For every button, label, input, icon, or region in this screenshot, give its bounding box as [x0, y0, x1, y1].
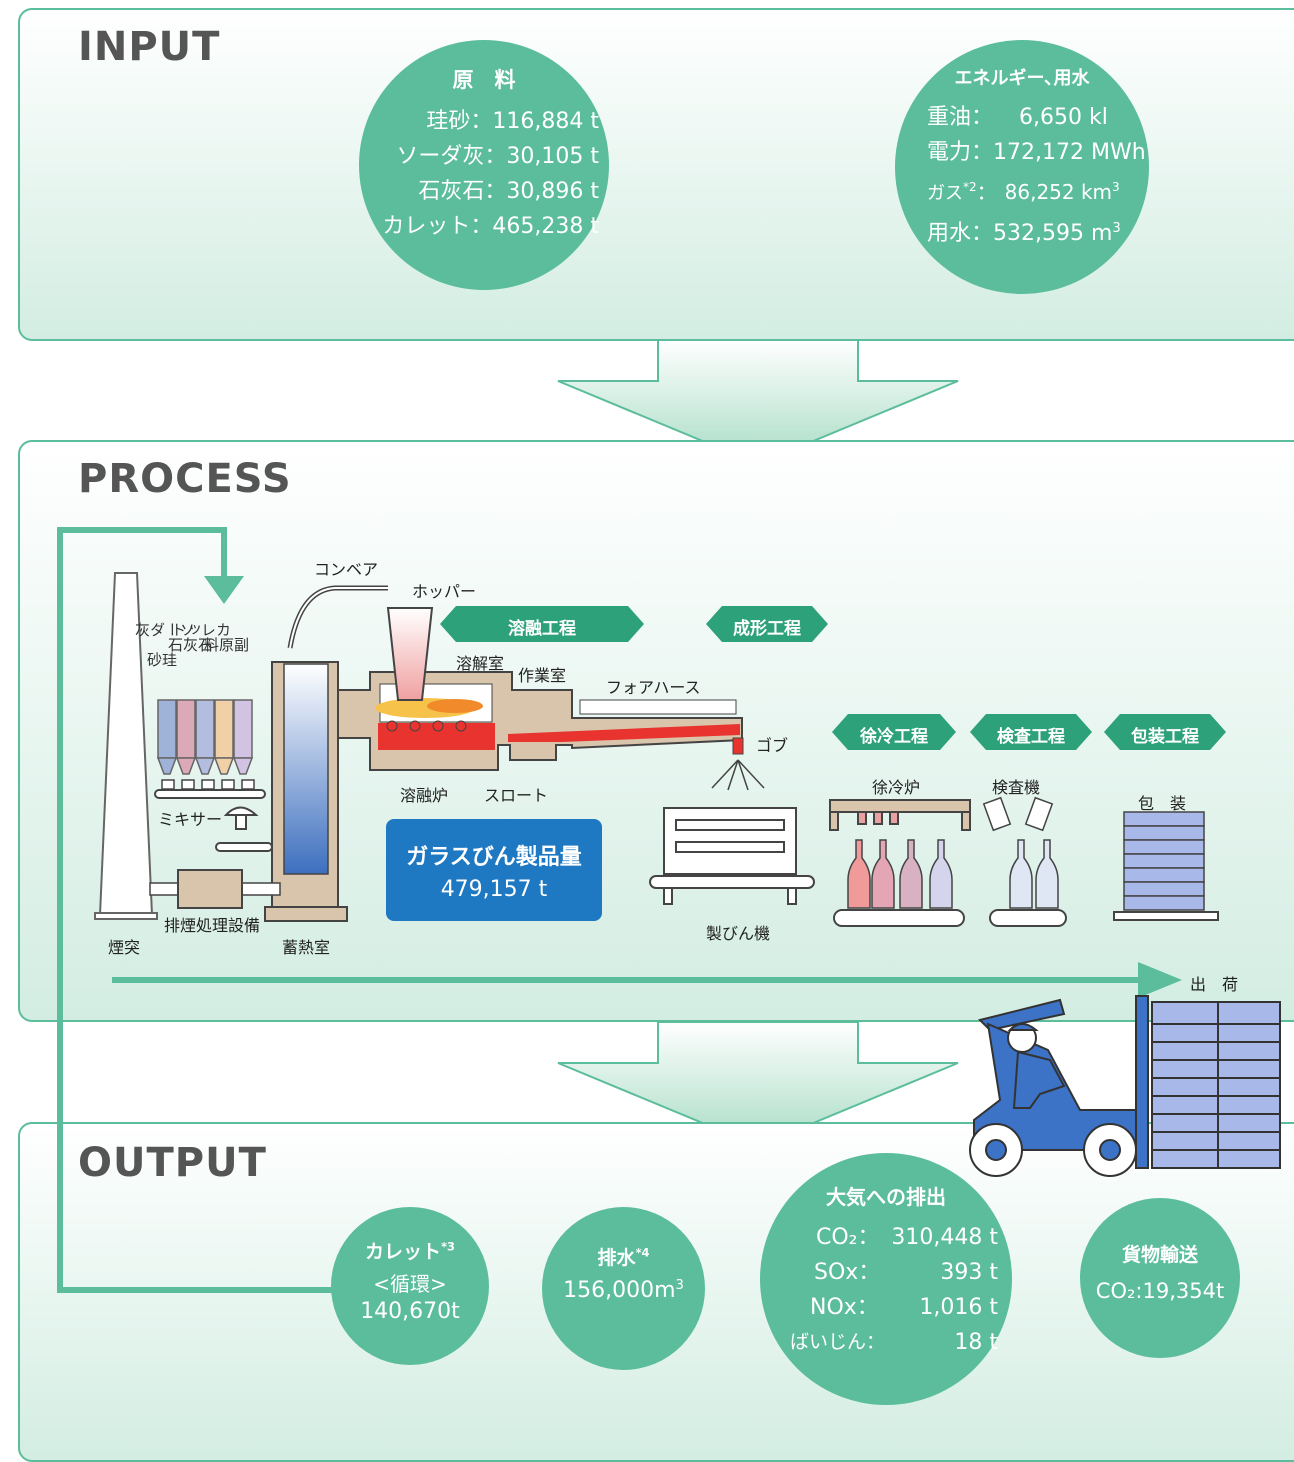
silo-label: カレット [169, 622, 232, 637]
input-title: INPUT [78, 24, 221, 70]
bottle-machine-shape [649, 807, 815, 905]
raw-item: ソーダ灰：30,105 t [396, 144, 599, 169]
air-emissions-title: 大気への排出 [826, 1185, 946, 1209]
melt [378, 723, 495, 750]
raw-item: カレット：465,238 t [382, 214, 599, 239]
silo-label: 珪砂 [145, 652, 178, 667]
label-exhaust: 排煙処理設備 [164, 916, 261, 935]
conveyor-belt [287, 585, 388, 649]
label-furnace: 溶融炉 [400, 786, 449, 805]
label-regenerator: 蓄熱室 [282, 938, 331, 957]
silo-label: ソーダ灰 [133, 622, 196, 637]
output-title: OUTPUT [78, 1140, 267, 1186]
raw-materials-title: 原 料 [452, 68, 516, 92]
energy-item: 用水：532,595 m3 [927, 220, 1121, 246]
label-melt-chamber: 溶解室 [456, 654, 505, 673]
recycle-arrowhead [204, 576, 244, 604]
air-item: NOx：1,016 t [810, 1295, 998, 1320]
packing-stack [1123, 811, 1205, 911]
energy-item: 電力：172,172 MWh [927, 140, 1146, 165]
label-work-chamber: 作業室 [518, 666, 567, 685]
raw-item: 石灰石：30,896 t [418, 179, 599, 204]
product-title: ガラスびん製品量 [406, 845, 582, 870]
energy-title: エネルギー､用水 [954, 68, 1090, 89]
label-bottle-machine: 製びん機 [706, 924, 771, 943]
stage-forming: 成形工程 [706, 606, 828, 642]
freight-value: CO₂:19,354t [1095, 1279, 1225, 1303]
label-conveyor: コンベア [314, 560, 379, 579]
product-box: ガラスびん製品量 479,157 t [386, 819, 602, 921]
hopper-shape [386, 607, 434, 701]
lehr-shape [829, 799, 971, 831]
silo-label: 石灰石 [166, 637, 214, 652]
product-value: 479,157 t [440, 877, 548, 902]
cullet-circle: カレット*3 <循環> 140,670t [331, 1207, 489, 1365]
cullet-sub: <循環> [373, 1272, 447, 1296]
energy-item: ガス*2：86,252 km3 [927, 179, 1120, 204]
exhaust-unit [177, 869, 243, 909]
air-item: CO₂：310,448 t [816, 1225, 998, 1250]
label-hopper: ホッパー [412, 582, 477, 601]
cullet-value: 140,670t [360, 1299, 460, 1324]
label-chimney: 煙突 [108, 938, 141, 957]
label-inspection-machine: 検査機 [992, 778, 1041, 797]
label-mixer: ミキサー [158, 810, 223, 829]
raw-item: 珪砂：116,884 t [426, 109, 599, 134]
label-packing: 包 装 [1138, 794, 1187, 813]
air-item: SOx：393 t [814, 1260, 998, 1285]
label-gob: ゴブ [756, 736, 789, 755]
mixer-shape [223, 806, 259, 816]
inspection-shape [982, 796, 1059, 909]
stage-melting: 溶融工程 [440, 606, 644, 642]
process-title: PROCESS [78, 456, 292, 502]
wastewater-circle: 排水*4 156,000m3 [542, 1207, 705, 1370]
stage-inspection: 検査工程 [970, 714, 1092, 750]
label-throat: スロート [484, 786, 549, 805]
raw-materials-circle: 原 料 珪砂：116,884 t ソーダ灰：30,105 t 石灰石：30,89… [359, 40, 609, 290]
freight-circle: 貨物輸送 CO₂:19,354t [1080, 1198, 1240, 1358]
flow-arrow-input-process [557, 339, 959, 466]
freight-title: 貨物輸送 [1121, 1244, 1198, 1266]
air-emissions-circle: 大気への排出 CO₂：310,448 t SOx：393 t NOx：1,016… [760, 1153, 1012, 1405]
energy-item: 重油：6,650 kl [927, 105, 1108, 130]
stage-packing: 包装工程 [1104, 714, 1226, 750]
wastewater-value: 156,000m3 [563, 1278, 684, 1304]
energy-circle: エネルギー､用水 重油：6,650 kl 電力：172,172 MWh ガス*2… [895, 40, 1149, 294]
silo-label: 副原料 [202, 637, 250, 652]
wastewater-title: 排水*4 [597, 1245, 650, 1269]
gob [732, 737, 744, 755]
label-shipping: 出 荷 [1190, 975, 1239, 994]
flow-arrow-process-output [557, 1021, 959, 1148]
stage-annealing: 徐冷工程 [832, 714, 956, 750]
label-lehr: 徐冷炉 [872, 778, 921, 797]
label-forehearth: フォアハース [606, 678, 701, 697]
forklift-illustration [969, 995, 1281, 1177]
shipping-arrowhead [1138, 962, 1182, 998]
cullet-title: カレット*3 [365, 1239, 455, 1263]
air-item: ばいじん：18 t [790, 1330, 998, 1355]
lehr-bottles [847, 839, 953, 909]
silos [156, 699, 254, 775]
